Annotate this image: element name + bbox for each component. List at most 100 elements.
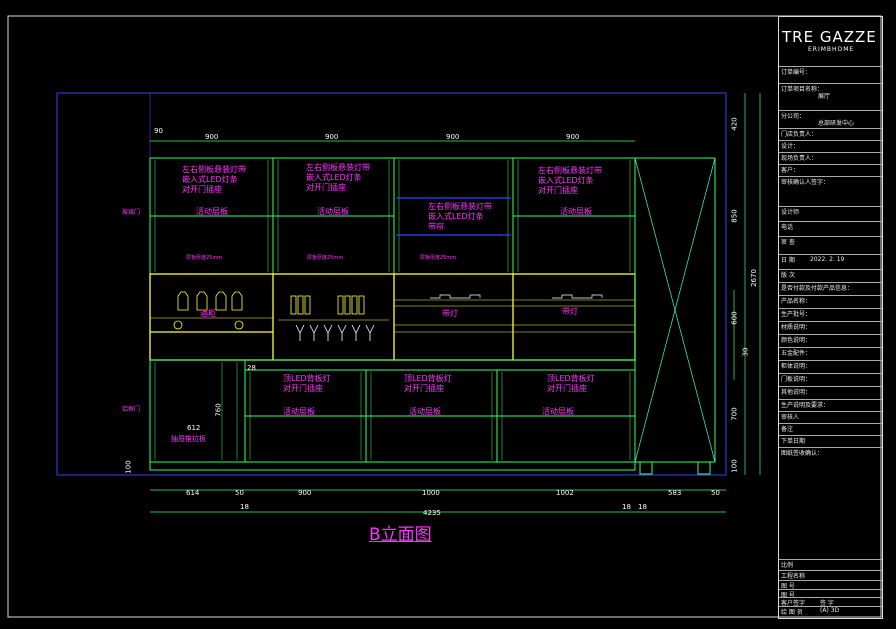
drawing-title: B立面图 bbox=[369, 525, 432, 545]
title-block-row: 备注 bbox=[779, 423, 882, 435]
row-label: 颜色说明： bbox=[781, 337, 812, 344]
dim-right-4: 30 bbox=[741, 347, 750, 357]
row-label: 客户： bbox=[781, 167, 800, 174]
title-block-row: 门店负责人： bbox=[779, 128, 882, 140]
upper-note-4: 左右侧板悬装灯带 嵌入式LED灯条 对开门插座 bbox=[538, 166, 602, 195]
row-value: 签 字 bbox=[820, 600, 834, 607]
shelf-label-3: 活动层板 bbox=[560, 207, 592, 216]
row-label: 绘 图 员 bbox=[781, 609, 803, 615]
title-block-row: 是否付款及付款产品信息： bbox=[779, 282, 882, 294]
row-label: 审核确认人签字： bbox=[781, 179, 830, 186]
dim-left-top: 90 bbox=[154, 127, 163, 135]
row-label: 图纸签收确认： bbox=[781, 450, 824, 457]
title-block-row: 产品名称： bbox=[779, 295, 882, 307]
row-label: 现场负责人： bbox=[781, 155, 818, 162]
dim-small-2: 18 bbox=[622, 503, 631, 511]
dim-top-1: 900 bbox=[205, 133, 219, 141]
title-block-row: 生产说明及要求： bbox=[779, 399, 882, 411]
title-block-row: 图纸签收确认： bbox=[779, 447, 882, 459]
dim-bottom-6: 583 bbox=[668, 489, 682, 497]
led-label-2: 带灯 bbox=[562, 307, 578, 316]
small-dim-1: 层板厚度25mm bbox=[186, 255, 223, 261]
title-block-bottom-row: 图 号 bbox=[779, 589, 882, 598]
dim-small-1: 18 bbox=[240, 503, 249, 511]
lower-cabinets bbox=[149, 359, 636, 471]
upper-note-2: 左右侧板悬装灯带 嵌入式LED灯条 对开门插座 bbox=[306, 163, 370, 192]
brand-logo: TRE GAZZE bbox=[782, 28, 877, 46]
dim-28: 28 bbox=[247, 364, 256, 372]
dim-bottom-3: 900 bbox=[298, 489, 312, 497]
row-label: 审核人 bbox=[781, 414, 800, 421]
row-label: 设计： bbox=[781, 143, 800, 150]
left-label-1: 玻璃门 bbox=[122, 209, 141, 216]
row-label: 产品名称： bbox=[781, 298, 812, 305]
row-label: 客户签字 bbox=[781, 600, 806, 606]
title-block-bottom-row: 图 号 bbox=[779, 580, 882, 589]
row-label: 图 号 bbox=[781, 583, 795, 589]
title-block-row: 设计： bbox=[779, 140, 882, 152]
lower-note-3: 顶LED背板灯 对开门插座 bbox=[547, 374, 595, 393]
title-block-bottom-row: 客户签字 bbox=[779, 597, 882, 606]
shelf-label-6: 活动层板 bbox=[542, 407, 574, 416]
dimension-lines bbox=[150, 93, 761, 513]
dim-bottom-5: 1002 bbox=[556, 489, 574, 497]
row-label: 生产说明及要求： bbox=[781, 402, 830, 409]
title-block-bottom-row: 绘 图 员 bbox=[779, 606, 882, 615]
dim-top-4: 900 bbox=[566, 133, 580, 141]
row-label: 其他说明： bbox=[781, 389, 812, 396]
row-label: 五金配件： bbox=[781, 350, 812, 357]
row-label: 下单日期 bbox=[781, 438, 806, 445]
row-label: 门店负责人： bbox=[781, 131, 818, 138]
row-label: 工程名称 bbox=[781, 573, 806, 579]
upper-note-3: 左右侧板悬装灯带 嵌入式LED灯条 带帘 bbox=[428, 202, 492, 231]
row-label: 订单编号： bbox=[781, 69, 812, 76]
title-block-row: 日 期 bbox=[779, 254, 882, 266]
lower-note-1: 顶LED背板灯 对开门插座 bbox=[283, 374, 331, 393]
title-block-row: 五金配件： bbox=[779, 347, 882, 359]
dim-left-bottom: 100 bbox=[124, 460, 133, 474]
title-block bbox=[778, 16, 883, 619]
small-dim-2: 层板厚度25mm bbox=[307, 255, 344, 261]
row-label: 是否付款及付款产品信息： bbox=[781, 285, 854, 292]
dim-right-1: 420 bbox=[730, 117, 739, 131]
row-label: 备注 bbox=[781, 426, 794, 433]
title-block-row: 审核确认人签字： bbox=[779, 176, 882, 188]
left-label-2: 铝框门 bbox=[122, 406, 141, 413]
row-value: (A) 3D bbox=[820, 607, 840, 614]
row-label: 材质说明： bbox=[781, 324, 812, 331]
elevation-frame bbox=[56, 92, 727, 476]
title-block-row: 下单日期 bbox=[779, 435, 882, 447]
title-block-row: 电话 bbox=[779, 221, 882, 233]
dim-right-3: 600 bbox=[730, 311, 739, 325]
tall-cabinet bbox=[634, 157, 716, 475]
row-label: 审 查 bbox=[781, 239, 795, 246]
dim-total-width: 4235 bbox=[423, 509, 441, 517]
title-block-row: 柜体说明： bbox=[779, 360, 882, 372]
dim-right-5: 700 bbox=[730, 407, 739, 421]
title-block-row: 门板说明： bbox=[779, 373, 882, 385]
dim-right-2: 850 bbox=[730, 209, 739, 223]
row-label: 生产批号： bbox=[781, 311, 812, 318]
row-label: 订单项目名称： bbox=[781, 86, 824, 93]
wine-bottles bbox=[173, 291, 365, 330]
row-value: 展厅 bbox=[818, 93, 831, 100]
title-block-bottom-row: 工程名称 bbox=[779, 570, 882, 579]
dim-bottom-2: 50 bbox=[235, 489, 244, 497]
title-block-row: 生产批号： bbox=[779, 308, 882, 320]
title-block-row: 分公司： bbox=[779, 110, 882, 122]
shelf-label-2: 活动层板 bbox=[317, 207, 349, 216]
title-block-row: 其他说明： bbox=[779, 386, 882, 398]
small-dim-3: 层板厚度25mm bbox=[420, 255, 457, 261]
row-label: 版 次 bbox=[781, 272, 795, 279]
row-label: 图 号 bbox=[781, 592, 795, 598]
upper-note-1: 左右侧板悬装灯带 嵌入式LED灯条 对开门插座 bbox=[182, 165, 246, 194]
dim-760: 760 bbox=[214, 403, 223, 417]
row-value: 总部研发中心 bbox=[818, 120, 855, 127]
shelf-label-4: 活动层板 bbox=[283, 407, 315, 416]
row-label: 柜体说明： bbox=[781, 363, 812, 370]
title-block-row: 颜色说明： bbox=[779, 334, 882, 346]
dim-top-3: 900 bbox=[446, 133, 460, 141]
dim-right-6: 100 bbox=[730, 459, 739, 473]
title-block-row: 审 查 bbox=[779, 236, 882, 248]
